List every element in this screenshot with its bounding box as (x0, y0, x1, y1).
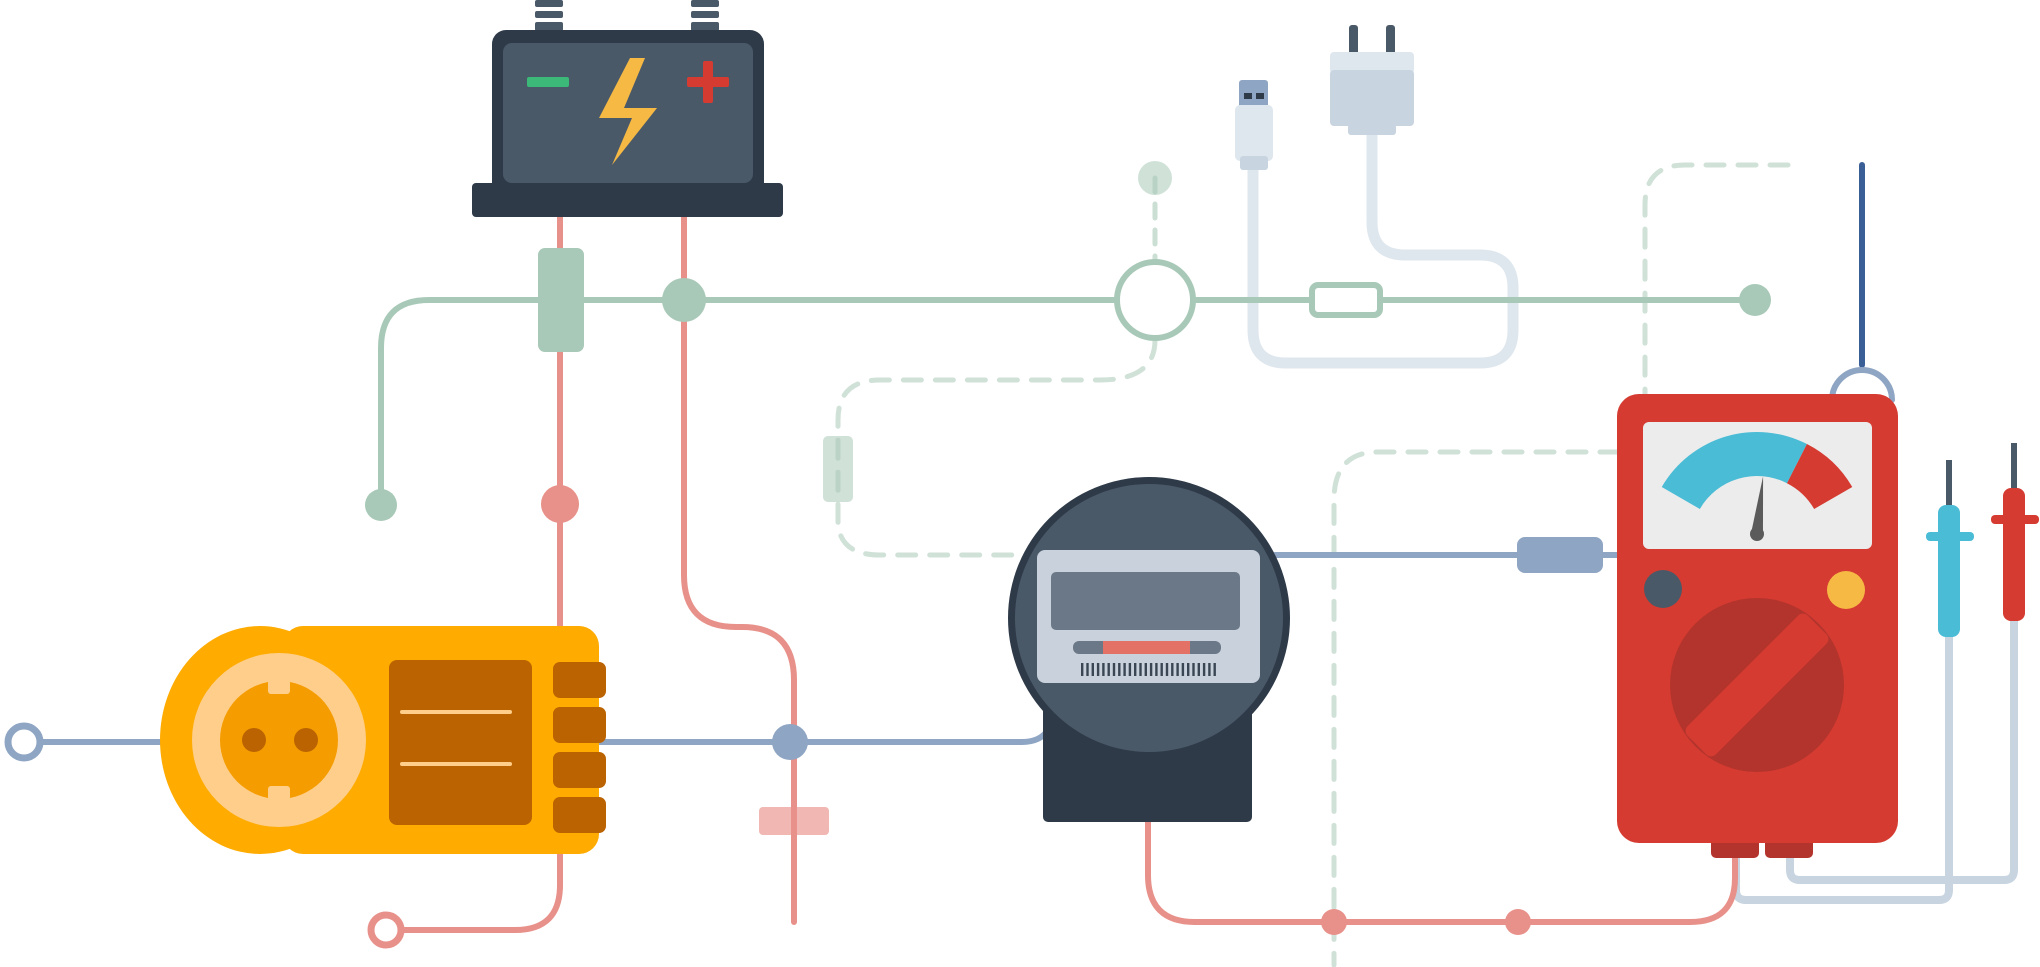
meter-tick (1202, 663, 1206, 676)
blue-terminal-ring (4, 722, 44, 762)
meter-tick (1165, 663, 1169, 676)
dial-pivot (1750, 527, 1764, 541)
socket-panel (389, 660, 532, 825)
green-wire-dashed-right (1642, 162, 1791, 403)
battery-terminal-minus (535, 0, 563, 31)
meter-tick (1213, 663, 1216, 676)
meter-tick (1144, 663, 1147, 676)
dial-scale-red (1786, 443, 1853, 509)
green-wire-main (378, 297, 1758, 508)
battery-plus-sign (687, 61, 729, 103)
probe-cable-red (1786, 611, 2018, 884)
green-node-ring (1114, 259, 1196, 341)
meter-tick (1134, 663, 1137, 676)
multimeter-ring (1829, 367, 1895, 403)
meter-tick (1128, 663, 1132, 676)
socket-hole-right (294, 728, 318, 752)
meter-tick (1192, 663, 1195, 676)
dial-needle (1751, 476, 1764, 535)
wires (39, 114, 2018, 967)
battery-icon (472, 0, 783, 217)
meter-tick (1086, 663, 1089, 676)
green-node-faded (1138, 161, 1172, 195)
meter-tick (1197, 663, 1200, 676)
probe-icon (1926, 460, 1974, 637)
meter-slider-fill (1103, 641, 1190, 654)
probe-cable-cyan (1732, 616, 1953, 904)
meter-screen (1051, 572, 1240, 630)
socket-grip-tabs (553, 662, 606, 833)
multimeter-icon (1617, 394, 1898, 858)
meter-tick (1176, 663, 1179, 676)
meter-tick (1208, 663, 1211, 676)
power-socket-icon (160, 626, 606, 854)
battery-base (472, 183, 783, 217)
wall-plug-icon (1330, 25, 1414, 135)
meter-tick (1123, 663, 1126, 676)
meter-tick (1118, 663, 1121, 676)
green-node-end-left (365, 489, 397, 521)
blue-wire-mid (587, 727, 1051, 745)
meter-tick (1187, 663, 1190, 676)
green-connector-block (538, 248, 584, 352)
probe-icon (1991, 443, 2039, 621)
meter-tick (1112, 663, 1116, 676)
lightning-bolt-icon (599, 58, 657, 165)
green-wire-dashed-down (1331, 449, 1621, 967)
meter-tick (1081, 663, 1084, 676)
green-faded-resistor (823, 436, 853, 502)
red-node-bottom-b (1505, 909, 1531, 935)
battery-terminal-plus (691, 0, 719, 31)
green-wire-dashed-loop (835, 337, 1158, 558)
socket-face (220, 681, 338, 799)
meter-tick (1091, 663, 1094, 676)
green-fuse (1309, 282, 1383, 318)
meter-tick (1107, 663, 1110, 676)
usb-plug-icon (1235, 80, 1273, 170)
green-node-junction (662, 278, 706, 322)
electric-meter-icon (1008, 477, 1290, 822)
usb-cable (1247, 114, 1519, 369)
green-node-end-right (1739, 284, 1771, 316)
battery-minus-sign (527, 77, 569, 87)
red-wire-left (392, 207, 563, 933)
meter-tick (1171, 663, 1174, 676)
multimeter-button-right (1827, 571, 1865, 609)
meter-tick (1155, 663, 1158, 676)
meter-tick (1149, 663, 1153, 676)
meter-tick (1139, 663, 1142, 676)
multimeter-button-left (1644, 570, 1682, 608)
red-node-left (541, 485, 579, 523)
meter-tick (1102, 663, 1105, 676)
meter-tick-marks (1081, 663, 1216, 676)
multimeter-selector-knob (1685, 613, 1829, 757)
socket-hole-left (242, 728, 266, 752)
red-node-bottom-a (1321, 909, 1347, 935)
meter-tick (1096, 663, 1100, 676)
red-terminal-ring (367, 911, 405, 949)
red-wire-mid (681, 207, 797, 925)
meter-tick (1181, 663, 1185, 676)
red-faded-block (759, 807, 829, 835)
blue-node-junction (772, 724, 808, 760)
red-wire-bottom (1145, 817, 1738, 925)
meter-tick (1160, 663, 1163, 676)
blue-connector-block (1517, 537, 1603, 573)
nodes (4, 161, 1771, 949)
dial-scale-blue (1661, 432, 1807, 509)
